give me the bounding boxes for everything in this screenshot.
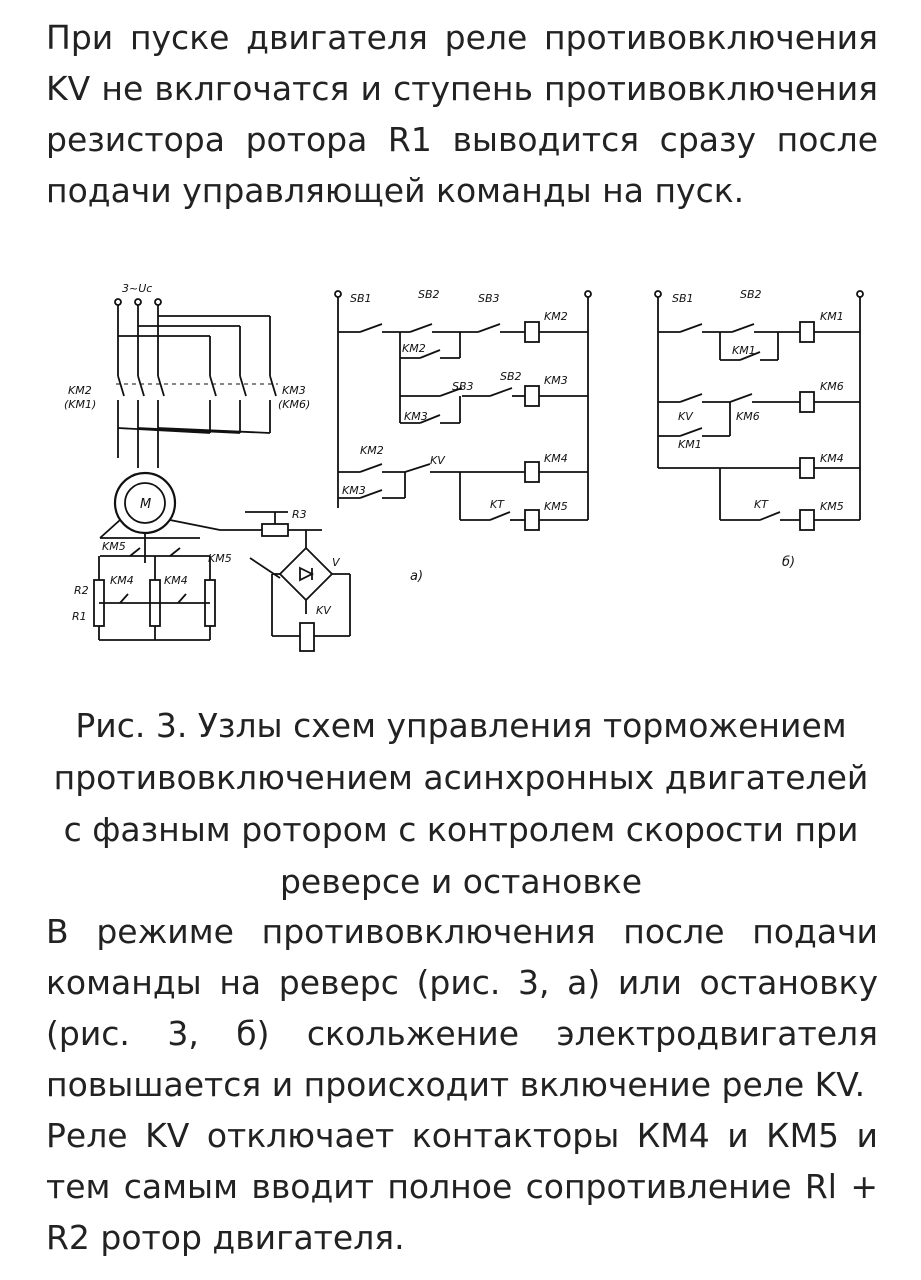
b-km1-row-label: KM1 bbox=[678, 438, 702, 451]
b-km6-contact-label: KM6 bbox=[736, 410, 760, 423]
a-km5-label: KM5 bbox=[544, 500, 568, 513]
b-sb1-label: SB1 bbox=[672, 292, 694, 305]
a-sb3-2-label: SB3 bbox=[452, 380, 474, 393]
km6-label: (KM6) bbox=[278, 398, 310, 411]
b-sb2-label: SB2 bbox=[740, 288, 762, 301]
km3-label: KM3 bbox=[282, 384, 306, 397]
r2-label: R2 bbox=[74, 584, 89, 597]
label-b: б) bbox=[782, 555, 795, 570]
a-sb2-label: SB2 bbox=[418, 288, 440, 301]
label-a: а) bbox=[410, 569, 423, 584]
body-paragraph-2: Реле KV отключает контакторы КМ4 и КМ5 и… bbox=[46, 1116, 878, 1257]
km2-label: KM2 bbox=[68, 384, 92, 397]
a-sb2-2-label: SB2 bbox=[500, 370, 522, 383]
b-km1-coil-label: KM1 bbox=[820, 310, 844, 323]
v-label: V bbox=[332, 556, 341, 569]
a-km4-label: KM4 bbox=[544, 452, 568, 465]
b-kt-label: KT bbox=[754, 498, 769, 511]
control-circuit-a: SB1 SB2 SB3 KM2 KM2 KM3 SB3 SB2 KM3 KM2 … bbox=[334, 288, 592, 584]
control-circuit-b: SB1 SB2 KM1 KM1 KM6 KV KM6 KM1 KM4 KT bbox=[654, 288, 864, 570]
figure-caption: Рис. 3. Узлы схем управления торможением… bbox=[53, 706, 869, 901]
circuit-diagram: 3~Uс KM2 (KM1) KM3 (KM6) bbox=[64, 282, 864, 652]
intro-paragraph: При пуске двигателя реле противовключени… bbox=[46, 18, 878, 210]
a-sb1-label: SB1 bbox=[350, 292, 372, 305]
kv-coil-label: KV bbox=[316, 604, 332, 617]
a-km3-coil-label: KM3 bbox=[544, 374, 568, 387]
a-sb3-label: SB3 bbox=[478, 292, 500, 305]
r1-label: R1 bbox=[72, 610, 87, 623]
supply-label: 3~Uс bbox=[122, 282, 152, 295]
km5-right-label: KM5 bbox=[208, 552, 232, 565]
a-km2-coil-label: KM2 bbox=[544, 310, 568, 323]
motor-label: M bbox=[140, 497, 151, 512]
a-km2-contact-label: KM2 bbox=[402, 342, 426, 355]
b-km1-contact-label: KM1 bbox=[732, 344, 756, 357]
km1-label: (KM1) bbox=[64, 398, 96, 411]
r3-label: R3 bbox=[292, 508, 307, 521]
b-kv-label: KV bbox=[678, 410, 694, 423]
km4-left-label: KM4 bbox=[110, 574, 134, 587]
b-km6-coil-label: KM6 bbox=[820, 380, 844, 393]
km4-right-label: KM4 bbox=[164, 574, 188, 587]
b-km4-label: KM4 bbox=[820, 452, 844, 465]
a-kt-label: KT bbox=[490, 498, 505, 511]
a-km3-contact-label: KM3 bbox=[404, 410, 428, 423]
a-kv-label: KV bbox=[430, 454, 446, 467]
km5-left-label: KM5 bbox=[102, 540, 126, 553]
b-km5-label: KM5 bbox=[820, 500, 844, 513]
a-km2-row3-label: KM2 bbox=[360, 444, 384, 457]
body-paragraph: В режиме противовключения после подачи к… bbox=[46, 912, 878, 1104]
power-circuit: 3~Uс KM2 (KM1) KM3 (KM6) bbox=[64, 282, 351, 652]
a-km3-row3-label: KM3 bbox=[342, 484, 366, 497]
